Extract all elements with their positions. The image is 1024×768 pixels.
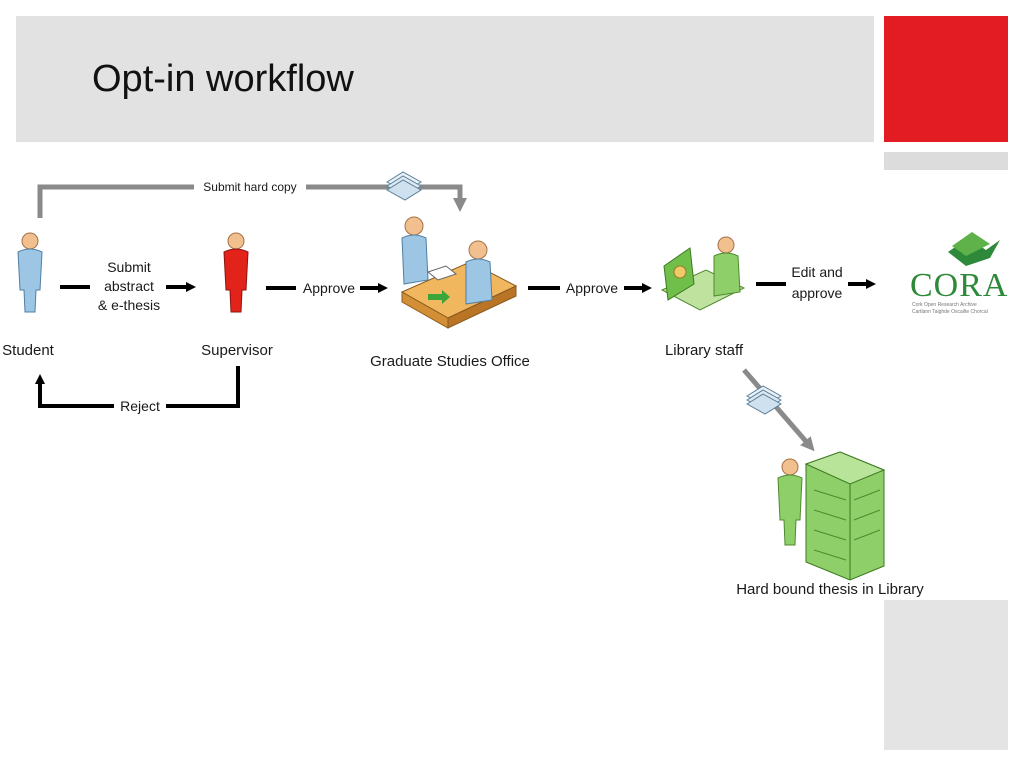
submit-label-line1: Submit — [107, 259, 151, 275]
supervisor-person-icon — [223, 232, 249, 313]
edit-label-line1: Edit and — [791, 264, 842, 280]
accent-red-block — [884, 16, 1008, 142]
accent-grey-strip — [884, 152, 1008, 170]
student-label: Student — [2, 342, 55, 359]
cora-logo-subtitle-1: Cork Open Research Archive — [912, 302, 977, 308]
reject-label: Reject — [120, 398, 160, 414]
slide-title: Opt-in workflow — [92, 58, 354, 100]
edit-label-line2: approve — [792, 285, 843, 301]
hard-bound-label: Hard bound thesis in Library — [736, 581, 924, 598]
cora-logo-text: CORA — [910, 267, 1008, 304]
library-staff-label: Library staff — [665, 342, 744, 359]
hard-copy-to-library-edge — [742, 368, 815, 452]
cora-logo-subtitle-2: Cartlann Taighde Oscailte Chorcaí — [912, 309, 989, 315]
submit-hard-copy-edge: Submit hard copy — [37, 171, 467, 218]
reject-edge: Reject — [35, 366, 240, 414]
supervisor-label: Supervisor — [201, 342, 273, 359]
library-staff-computer-icon — [660, 236, 746, 311]
title-bar: Opt-in workflow — [16, 16, 874, 142]
accent-grey-block — [884, 600, 1008, 750]
submit-label-line3: & e-thesis — [98, 297, 160, 313]
approve-label-2: Approve — [566, 280, 618, 296]
library-shelves-icon — [777, 451, 886, 581]
graduate-office-label: Graduate Studies Office — [370, 353, 530, 370]
approve-label-1: Approve — [303, 280, 355, 296]
submit-hard-copy-label: Submit hard copy — [203, 180, 296, 194]
document-stack-icon-2 — [746, 385, 782, 415]
cora-logo: CORA Cork Open Research Archive Cartlann… — [910, 232, 1008, 315]
student-person-icon — [17, 232, 43, 313]
document-stack-icon — [386, 171, 422, 201]
graduate-office-desk-icon — [400, 216, 518, 329]
submit-label-line2: abstract — [104, 278, 154, 294]
